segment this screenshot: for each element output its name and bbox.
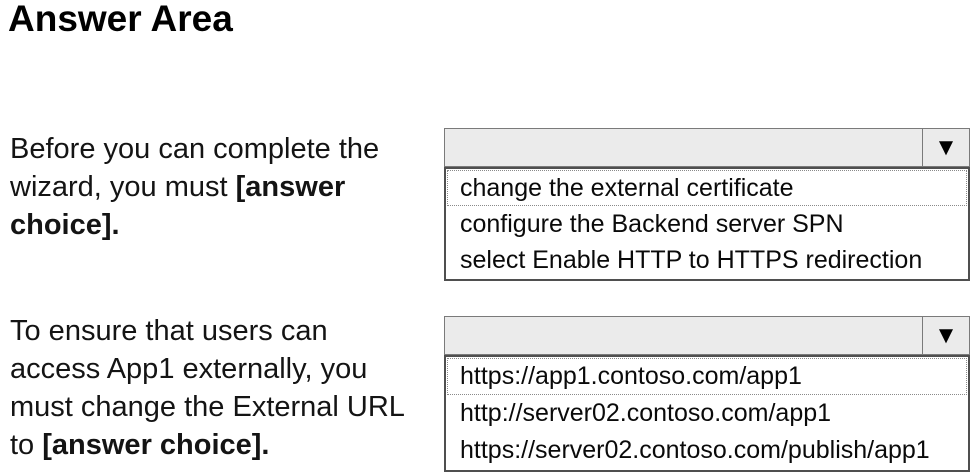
question-2-dropdown-button[interactable]: ▼ xyxy=(922,317,969,354)
dropdown-option[interactable]: select Enable HTTP to HTTPS redirection xyxy=(460,246,923,274)
dropdown-option[interactable]: https://server02.contoso.com/publish/app… xyxy=(460,436,930,464)
dropdown-arrow-icon: ▼ xyxy=(934,133,958,161)
question-1-prompt-regular: Before you can complete the wizard, you … xyxy=(10,133,380,203)
question-1-prompt-answer-choice: [answer choice]. xyxy=(10,171,346,241)
question-1-dropdown-selected-value[interactable] xyxy=(445,129,922,166)
dropdown-option[interactable]: https://app1.contoso.com/app1 xyxy=(447,358,967,395)
dropdown-option[interactable]: http://server02.contoso.com/app1 xyxy=(460,399,832,427)
question-2-dropdown[interactable]: ▼ xyxy=(444,316,970,355)
question-2-prompt-answer-choice: [answer choice]. xyxy=(42,429,270,461)
question-1-prompt: Before you can complete the wizard, you … xyxy=(10,130,418,244)
question-2-control: ▼ https://app1.contoso.com/app1 http://s… xyxy=(444,316,970,472)
question-2-prompt: To ensure that users can access App1 ext… xyxy=(10,312,418,464)
question-2-dropdown-selected-value[interactable] xyxy=(445,317,922,354)
dropdown-option[interactable]: change the external certificate xyxy=(447,170,967,206)
dropdown-option[interactable]: configure the Backend server SPN xyxy=(460,210,844,238)
question-1-dropdown[interactable]: ▼ xyxy=(444,128,970,167)
question-1-dropdown-button[interactable]: ▼ xyxy=(922,129,969,166)
answer-area-title: Answer Area xyxy=(8,0,233,39)
question-2-options-list: https://app1.contoso.com/app1 http://ser… xyxy=(444,355,970,472)
question-1-options-list: change the external certificate configur… xyxy=(444,167,970,281)
question-1-control: ▼ change the external certificate config… xyxy=(444,128,970,281)
question-2-prompt-regular: To ensure that users can access App1 ext… xyxy=(10,315,404,461)
dropdown-arrow-icon: ▼ xyxy=(934,321,958,349)
